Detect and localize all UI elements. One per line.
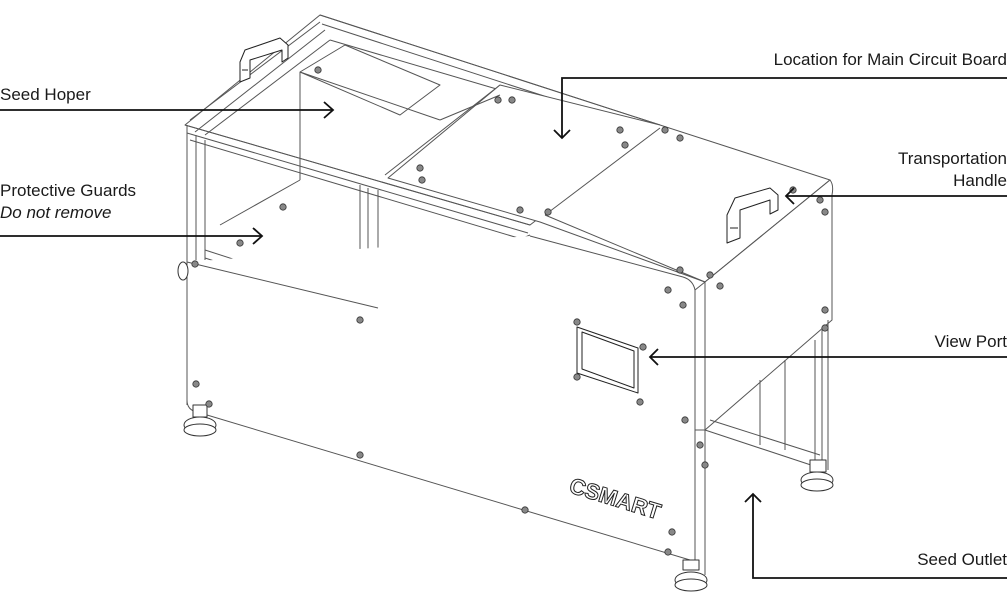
bolt (279, 203, 287, 211)
bolt (621, 141, 629, 149)
bolt (192, 380, 200, 388)
bolt (816, 196, 824, 204)
bolt (544, 208, 552, 216)
callout-sublabel: Handle (953, 171, 1007, 190)
bolt (191, 260, 199, 268)
bolt (679, 301, 687, 309)
callout-seed-outlet: Seed Outlet (917, 549, 1007, 571)
bolt (418, 176, 426, 184)
bolt (696, 441, 704, 449)
bolt (573, 318, 581, 326)
bolt (521, 506, 529, 514)
callout-protective-guards: Protective Guards Do not remove (0, 180, 136, 224)
bolt (668, 528, 676, 536)
callout-line-seed-outlet (744, 492, 1007, 579)
callout-label: Location for Main Circuit Board (773, 50, 1007, 69)
bolt (236, 239, 244, 247)
bolt (508, 96, 516, 104)
callout-line-protective-guards (0, 227, 264, 245)
callout-line-main-circuit-board (553, 77, 1007, 140)
callout-label: Seed Outlet (917, 550, 1007, 569)
callout-label: View Port (934, 332, 1007, 351)
left-transport-handle (239, 37, 289, 83)
bolt (494, 96, 502, 104)
callout-transportation-handle: Transportation Handle (898, 148, 1007, 192)
bolt (706, 271, 714, 279)
callout-seed-hoper: Seed Hoper (0, 84, 91, 106)
bolt (681, 416, 689, 424)
bolt (205, 400, 213, 408)
right-side-panel (694, 179, 834, 575)
callout-sublabel: Do not remove (0, 203, 112, 222)
leveling-feet (183, 404, 834, 592)
callout-line-seed-hoper (0, 101, 335, 119)
bolt (639, 343, 647, 351)
callout-view-port: View Port (935, 331, 1007, 353)
bolt (516, 206, 524, 214)
callout-label: Seed Hoper (0, 85, 91, 104)
right-transport-handle (726, 187, 779, 244)
bolt (821, 208, 829, 216)
bolt (356, 316, 364, 324)
seed-hopper (299, 44, 501, 180)
callout-label: Transportation (898, 149, 1007, 168)
bolt (664, 286, 672, 294)
bolt (676, 266, 684, 274)
bolt (701, 461, 709, 469)
bolt (664, 548, 672, 556)
bolt (821, 306, 829, 314)
bolt (676, 134, 684, 142)
bolt (416, 164, 424, 172)
bolt (314, 66, 322, 74)
callout-line-view-port (648, 348, 1007, 366)
bolt (573, 373, 581, 381)
bolt (716, 282, 724, 290)
bolt (356, 451, 364, 459)
callout-line-transportation-handle (784, 187, 1007, 205)
bolt (661, 126, 669, 134)
bolt (616, 126, 624, 134)
bolt (636, 398, 644, 406)
view-port-window (576, 326, 639, 394)
bolt (821, 324, 829, 332)
callout-label: Protective Guards (0, 181, 137, 200)
bolts (191, 66, 829, 556)
callout-main-circuit-board: Location for Main Circuit Board (774, 49, 1007, 71)
side-knob (177, 261, 189, 281)
